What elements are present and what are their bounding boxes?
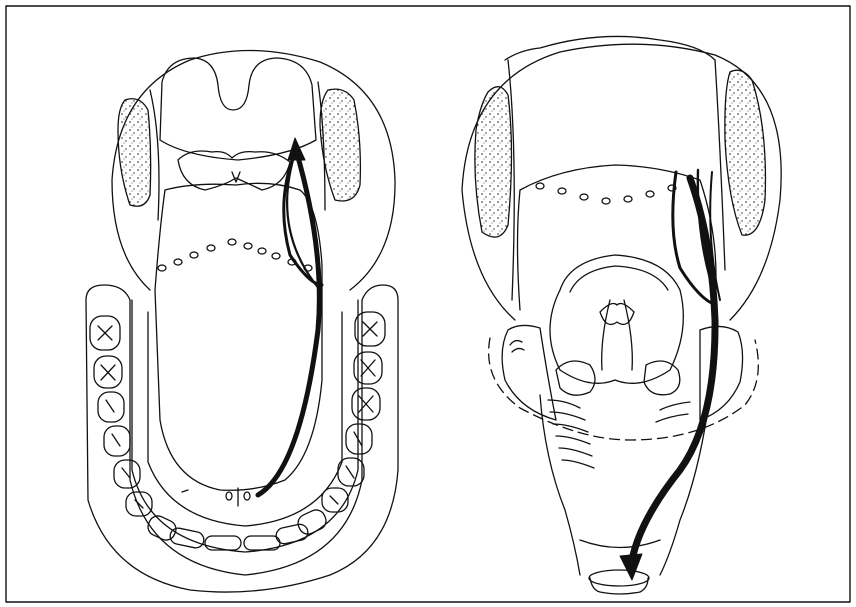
epiglottis-rim (560, 255, 680, 290)
cricoid-line (580, 540, 660, 548)
thyroid-outline-dashed (489, 338, 759, 440)
palatopharyngeal-right (715, 60, 725, 270)
arytenoid-right (644, 361, 680, 395)
tongue-base (518, 165, 717, 310)
oral-view-panel (86, 50, 398, 592)
trachea-opening (589, 570, 649, 586)
cricoarytenoid-striations (548, 400, 690, 468)
epiglottis-inner (570, 266, 668, 292)
lower-teeth-left (90, 316, 241, 550)
tonsil-right-2 (725, 70, 766, 235)
lymphatic-route-arrow-right (620, 170, 720, 580)
sublingual-papilla-right (244, 492, 250, 500)
vocal-fold-right (624, 300, 632, 370)
piriform-left (502, 325, 556, 420)
tonsil-left (118, 99, 151, 207)
vocal-fold-left (602, 300, 610, 370)
sublingual-papilla-left (226, 492, 232, 500)
lymphatic-route-arrow-left (258, 138, 322, 495)
dental-arch-outer (86, 285, 398, 592)
uvula-tip (232, 172, 240, 182)
glottis-top (600, 304, 634, 325)
larynx-left-wall (540, 395, 580, 575)
tongue (155, 183, 322, 490)
tonsil-left-2 (475, 87, 512, 237)
tonsillar-pillar-left (150, 90, 159, 220)
tonsil-right (320, 89, 360, 201)
papillae-row (536, 183, 676, 204)
laryngeal-view-panel (462, 36, 781, 594)
